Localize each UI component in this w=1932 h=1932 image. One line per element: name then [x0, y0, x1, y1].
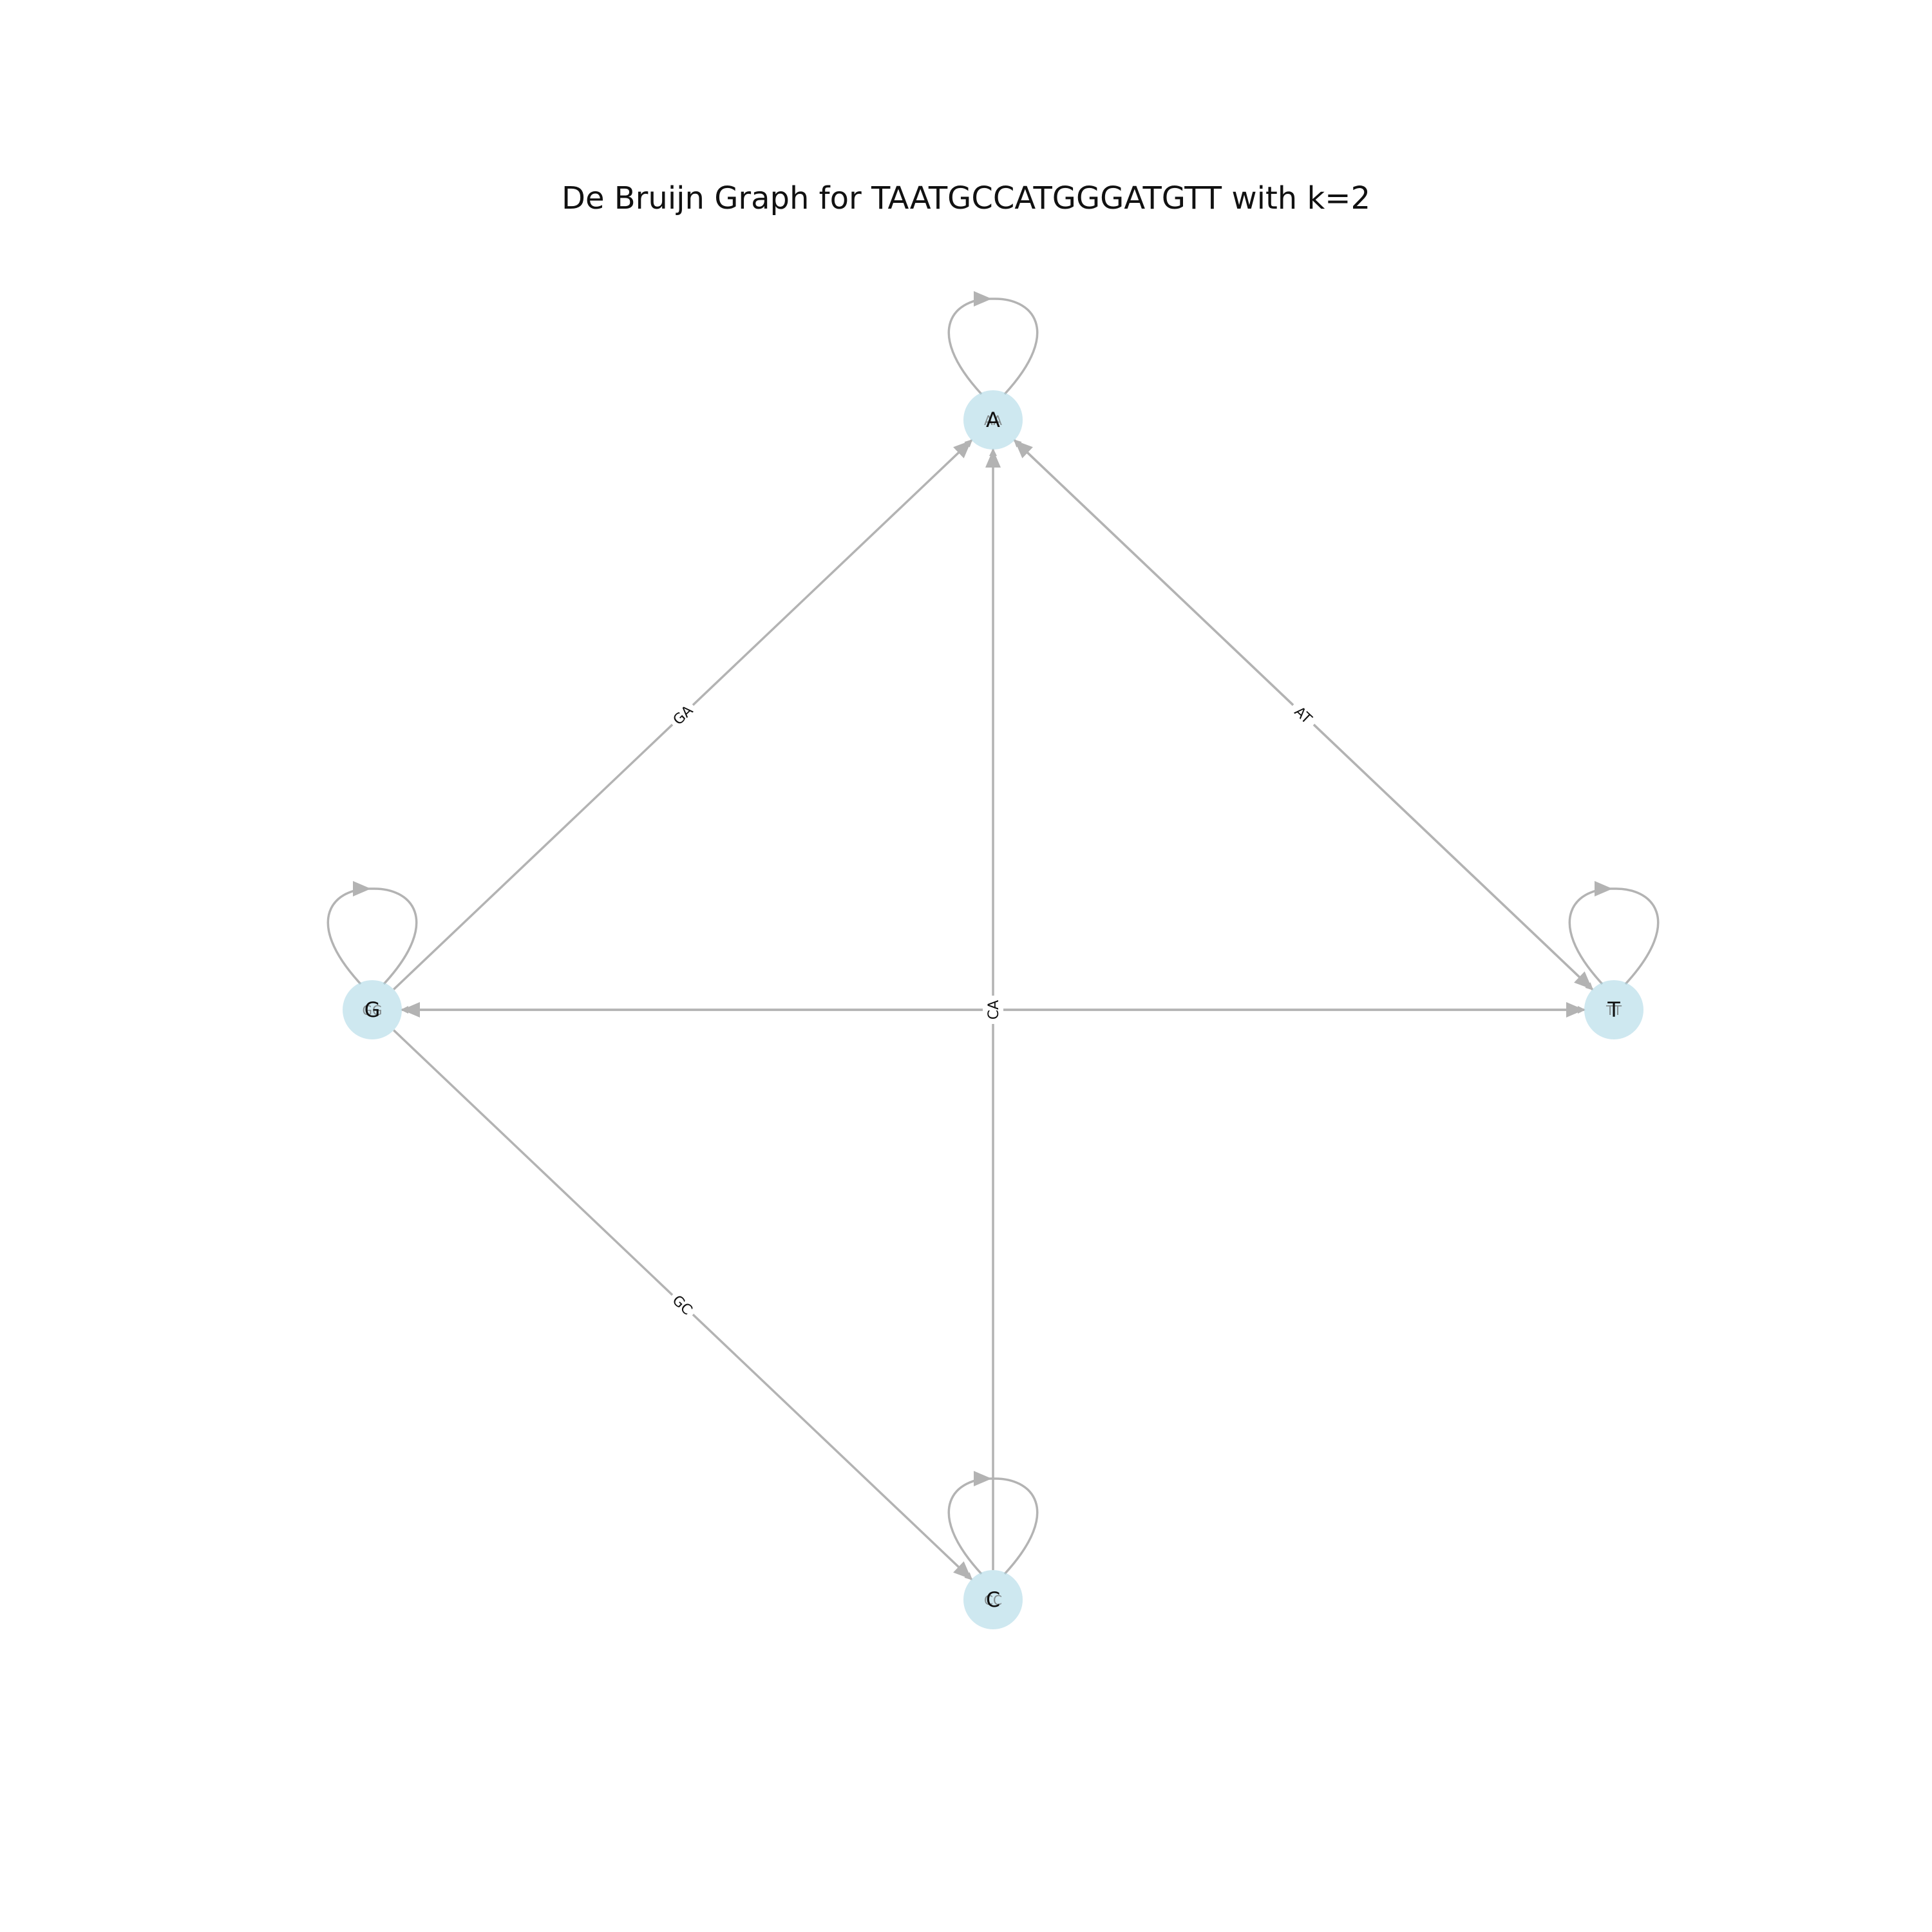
node-label-A: A: [986, 408, 1000, 432]
arrowhead-C-A: [985, 450, 1001, 468]
node-circle-G: [343, 980, 402, 1039]
self-loop-T: [1568, 887, 1660, 985]
node-label-G: G: [365, 998, 381, 1022]
node-inner-label-G: GG: [363, 1003, 383, 1018]
node-circle-T: [1584, 980, 1643, 1039]
node-G: GGG: [343, 980, 402, 1039]
self-loop-A: [947, 298, 1039, 395]
self-loop-arrowhead-T: [1595, 881, 1613, 896]
self-loop-arrowhead-A: [974, 291, 992, 307]
arrowhead-G-A: [953, 440, 972, 459]
node-T: TTT: [1584, 980, 1643, 1039]
self-loop-G: [327, 887, 418, 985]
node-inner-label-C: CC: [984, 1593, 1002, 1608]
node-inner-label-A: AA: [984, 413, 1002, 428]
arrowhead-T-A: [1014, 440, 1033, 459]
edge-label-G-A: GA: [665, 697, 700, 732]
nodes-layer: AAA GGG TTT CCC: [343, 390, 1643, 1629]
node-label-C: C: [986, 1587, 1000, 1612]
node-circle-A: [963, 390, 1023, 450]
self-loop-arrowhead-G: [353, 881, 371, 896]
self-loop-C: [947, 1477, 1039, 1575]
edge-label-C-A: CA: [983, 996, 1003, 1024]
self-loop-arrowhead-C: [974, 1471, 992, 1486]
node-circle-C: [963, 1570, 1023, 1629]
edge-label-text: CA: [986, 1000, 1002, 1019]
arrowhead-G-C: [953, 1561, 972, 1580]
node-A: AAA: [963, 390, 1023, 450]
node-C: CCC: [963, 1570, 1023, 1629]
graph-title: De Bruijn Graph for TAATGCCATGGGATGTT wi…: [562, 180, 1370, 216]
node-label-T: T: [1607, 998, 1620, 1022]
node-inner-label-T: TT: [1605, 1003, 1622, 1018]
edges-layer: [327, 291, 1660, 1580]
arrowhead-G-T: [1566, 1002, 1584, 1018]
